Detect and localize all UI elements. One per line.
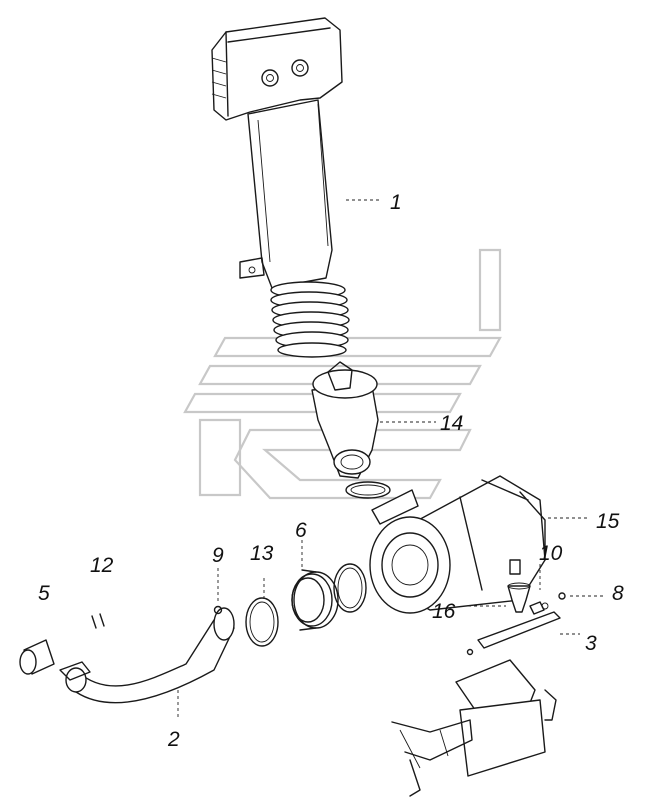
part-10-screw — [529, 601, 549, 615]
part-2-outlet-pipe — [59, 605, 235, 704]
part-6-sleeve — [291, 569, 339, 631]
part-12-clips — [91, 613, 105, 629]
callout-1: 1 — [390, 191, 402, 214]
clamp-ring-right — [333, 563, 367, 613]
bellows — [270, 281, 350, 358]
callout-16: 16 — [432, 600, 456, 623]
callout-14: 14 — [440, 412, 463, 435]
mounting-bracket — [391, 659, 557, 797]
part-3-rod — [466, 611, 561, 656]
part-14-elbow — [311, 361, 391, 499]
callout-8: 8 — [612, 582, 624, 605]
callout-3: 3 — [585, 632, 597, 655]
callout-12: 12 — [90, 554, 114, 577]
callout-6: 6 — [295, 519, 307, 542]
part-8-nut — [558, 592, 566, 600]
callout-15: 15 — [596, 510, 620, 533]
callout-5: 5 — [38, 582, 50, 605]
part-1-intake-pipe — [211, 17, 350, 358]
part-16-drain-valve — [507, 582, 531, 613]
part-5-cap — [19, 639, 55, 675]
callout-2: 2 — [167, 728, 180, 751]
part-15-filter-housing — [369, 475, 546, 614]
callout-13: 13 — [250, 542, 274, 565]
callout-10: 10 — [539, 542, 563, 565]
part-13-clamp-ring — [245, 597, 279, 647]
callout-9: 9 — [212, 544, 224, 567]
leader-lines — [177, 199, 606, 720]
